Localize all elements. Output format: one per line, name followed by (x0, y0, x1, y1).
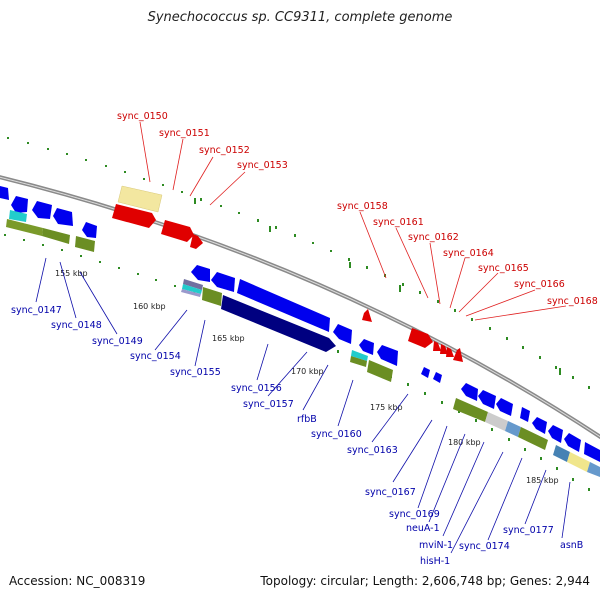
gene-sync-0157[interactable] (333, 324, 352, 344)
tick-155: 155 kbp (55, 269, 88, 278)
gene-sync-0147[interactable] (11, 196, 28, 213)
label-sync-0166[interactable]: sync_0166 (514, 279, 565, 290)
label-neuA-1[interactable]: neuA-1 (406, 523, 440, 534)
gene-sync-0169[interactable] (478, 390, 496, 409)
forward-genes (112, 185, 463, 362)
label-sync-0151[interactable]: sync_0151 (159, 128, 210, 139)
gene-sync-0155[interactable] (211, 272, 235, 292)
gene-sync-0165[interactable] (446, 347, 454, 357)
gene-sync-0156[interactable] (237, 279, 330, 332)
label-sync-0148[interactable]: sync_0148 (51, 320, 102, 331)
gene-sync-0160[interactable] (377, 345, 398, 366)
label-sync-0149[interactable]: sync_0149 (92, 336, 143, 347)
label-sync-0155[interactable]: sync_0155 (170, 367, 221, 378)
tick-175: 175 kbp (370, 403, 403, 412)
label-sync-0150[interactable]: sync_0150 (117, 111, 168, 122)
label-sync-0164[interactable]: sync_0164 (443, 248, 494, 259)
label-sync-0158[interactable]: sync_0158 (337, 201, 388, 212)
gene-sync-0154[interactable] (191, 265, 210, 282)
gene-sync-0166[interactable] (453, 348, 463, 362)
label-sync-0165[interactable]: sync_0165 (478, 263, 529, 274)
label-hisH-1[interactable]: hisH-1 (420, 556, 450, 567)
genome-backbone (0, 175, 600, 440)
label-sync-0154[interactable]: sync_0154 (130, 351, 181, 362)
forward-labels: sync_0150 sync_0151 sync_0152 sync_0153 … (117, 111, 598, 307)
label-sync-0167[interactable]: sync_0167 (365, 487, 416, 498)
gene-sync-0163b[interactable] (433, 372, 442, 383)
label-sync-0152[interactable]: sync_0152 (199, 145, 250, 156)
label-sync-0163[interactable]: sync_0163 (347, 445, 398, 456)
gene-sync-0149b[interactable] (82, 222, 97, 238)
gene-sync-0149a[interactable] (53, 208, 73, 226)
tick-160: 160 kbp (133, 302, 166, 311)
cog-track (6, 210, 600, 477)
scale-ticks: 155 kbp 160 kbp 165 kbp 170 kbp 175 kbp … (55, 269, 559, 485)
accession-text: Accession: NC_008319 (9, 574, 146, 588)
gene-sync-0167[interactable] (461, 383, 478, 401)
gene-rfbB[interactable] (359, 339, 374, 355)
forward-label-leaders (139, 121, 567, 321)
label-sync-0156[interactable]: sync_0156 (231, 383, 282, 394)
gene-sync-0148[interactable] (32, 201, 52, 219)
label-sync-0177[interactable]: sync_0177 (503, 525, 554, 536)
label-sync-0153[interactable]: sync_0153 (237, 160, 288, 171)
gene-sync-0158[interactable] (362, 309, 372, 322)
gene-sync-0162[interactable] (433, 341, 441, 351)
gene-sync-0177[interactable] (564, 433, 581, 452)
gene-sync-0150[interactable] (117, 185, 163, 213)
gene-asnB[interactable] (584, 442, 600, 462)
label-sync-0157[interactable]: sync_0157 (243, 399, 294, 410)
gene-sync-0163a[interactable] (421, 367, 430, 378)
tick-165: 165 kbp (212, 334, 245, 343)
gene-sync-0164[interactable] (440, 344, 448, 354)
label-sync-0147[interactable]: sync_0147 (11, 305, 62, 316)
label-mviN-1[interactable]: mviN-1 (419, 540, 453, 551)
gene-mviN-1[interactable] (520, 407, 530, 422)
label-sync-0161[interactable]: sync_0161 (373, 217, 424, 228)
label-sync-0162[interactable]: sync_0162 (408, 232, 459, 243)
gene-hisH-1[interactable] (532, 417, 547, 434)
reverse-labels: sync_0147 sync_0148 sync_0149 sync_0154 … (11, 305, 583, 567)
topology-text: Topology: circular; Length: 2,606,748 bp… (260, 574, 590, 588)
map-title: Synechococcus sp. CC9311, complete genom… (147, 10, 453, 25)
gene-sync-0153[interactable] (190, 234, 203, 249)
label-sync-0168[interactable]: sync_0168 (547, 296, 598, 307)
reverse-label-leaders (35, 257, 571, 554)
reverse-genes (0, 186, 600, 462)
label-rfbB[interactable]: rfbB (297, 414, 317, 425)
tick-180: 180 kbp (448, 438, 481, 447)
gene-sync-0152[interactable] (161, 220, 194, 242)
gene-sync-0174[interactable] (548, 425, 563, 443)
gene-sync-0161[interactable] (408, 328, 433, 348)
label-sync-0174[interactable]: sync_0174 (459, 541, 510, 552)
gc-track-outer (7, 137, 590, 389)
gene-neuA-1[interactable] (496, 398, 513, 416)
label-sync-0169[interactable]: sync_0169 (389, 509, 440, 520)
tick-170: 170 kbp (291, 367, 324, 376)
gene-sync-0151[interactable] (112, 204, 156, 228)
gene-left-edge[interactable] (0, 186, 9, 200)
label-asnB[interactable]: asnB (560, 540, 583, 551)
label-sync-0160[interactable]: sync_0160 (311, 429, 362, 440)
gene-navy-long[interactable] (221, 295, 336, 352)
